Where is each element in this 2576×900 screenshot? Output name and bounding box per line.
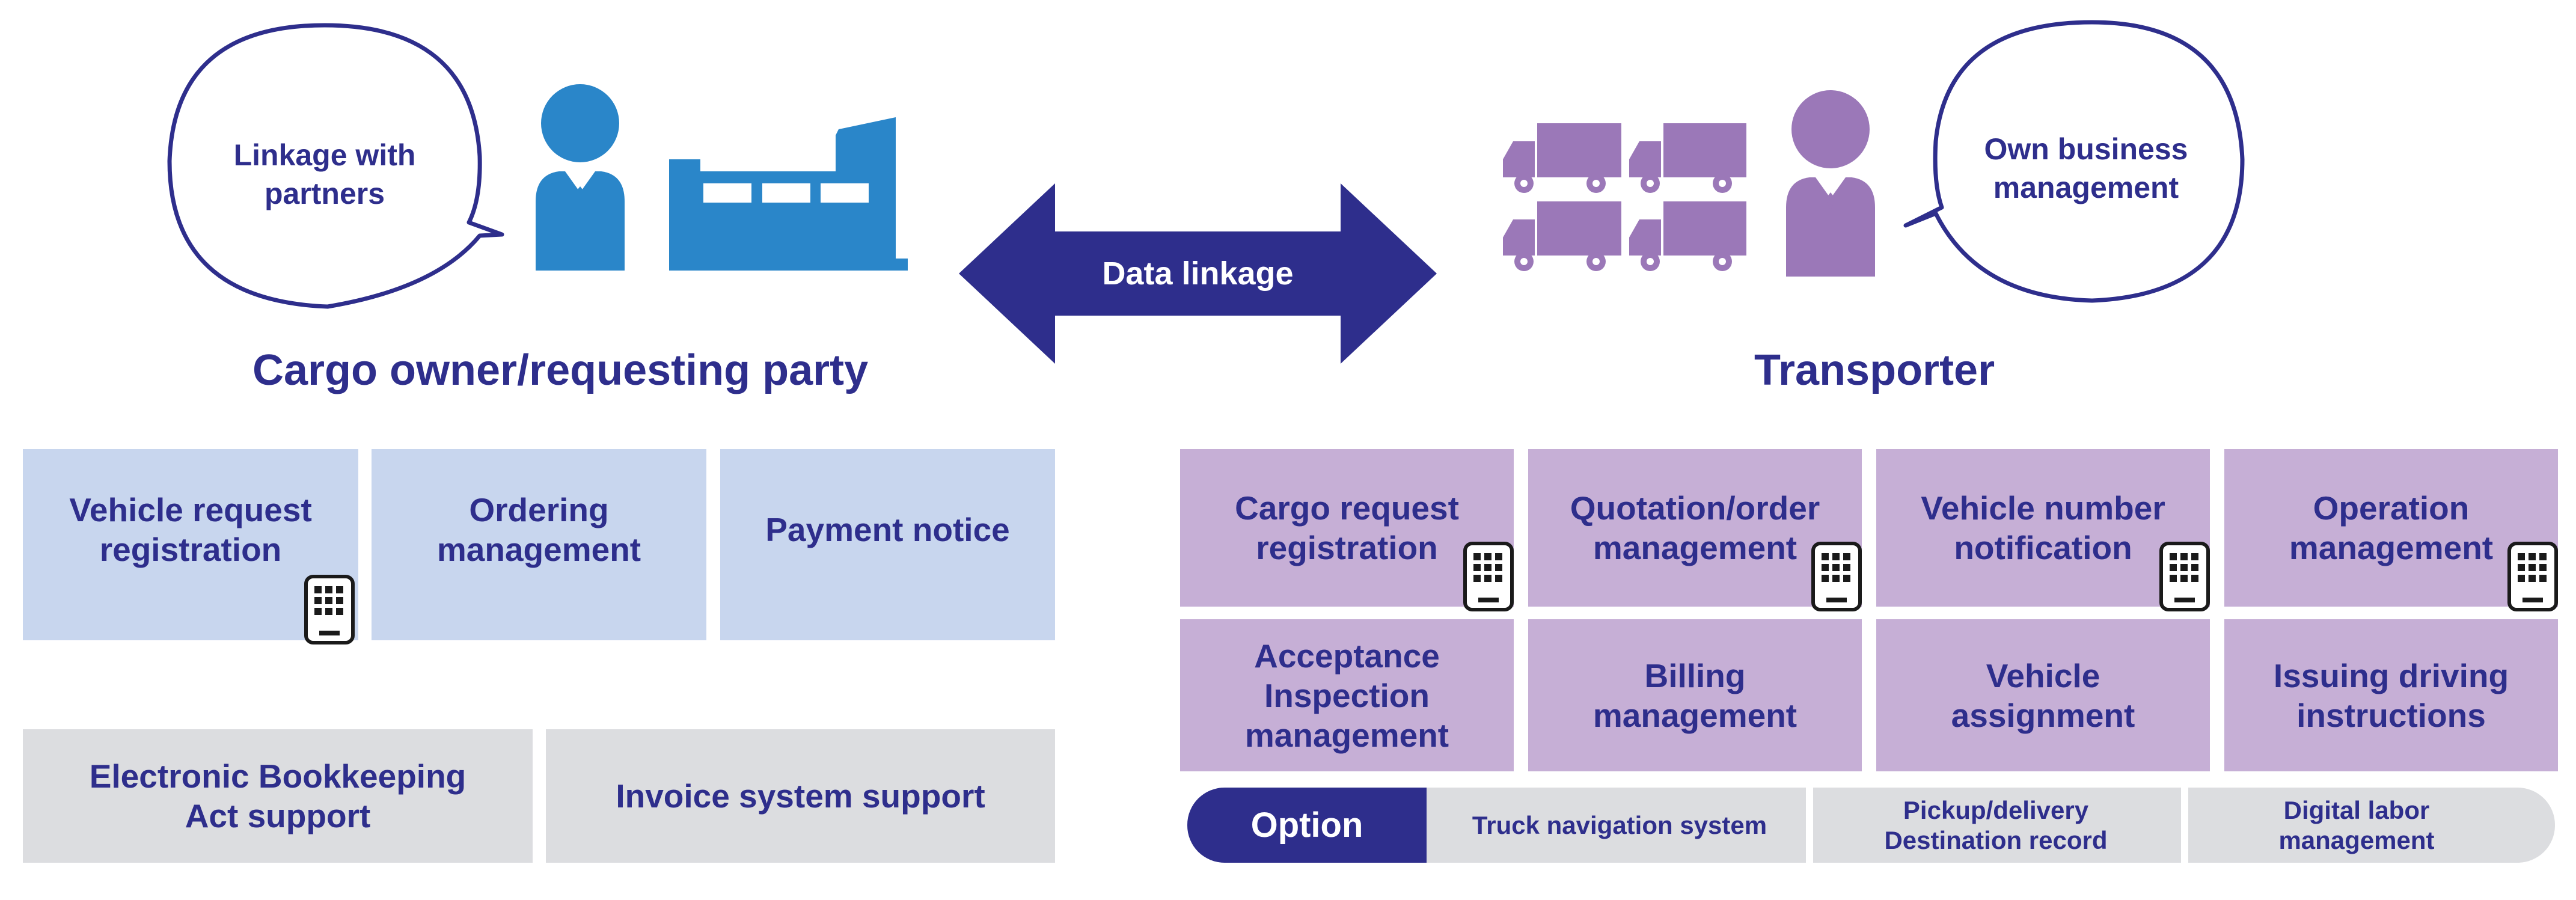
function-card: Vehicle request registration [23,449,358,640]
option-item: Digital labor management [2188,788,2525,863]
cargo-owner-title: Cargo owner/requesting party [252,346,869,394]
option-item: Pickup/delivery Destination record [1813,788,2179,863]
option-label: Option [1250,806,1363,845]
function-card-label: Issuing driving instructions [2273,657,2509,734]
function-card-label: Ordering management [436,491,641,568]
option-item-label: Truck navigation system [1472,810,1767,839]
option-divider [1806,788,1813,863]
function-card-label: Payment notice [765,511,1010,548]
function-card-label: Operation management [2289,489,2494,566]
speech-bubble-right [1903,20,2245,303]
person-icon [1786,90,1875,277]
transporter-title: Transporter [1754,346,1995,394]
speech-bubble-left [167,23,504,309]
data-linkage-arrow [959,183,1437,364]
smartphone-icon [304,575,355,644]
function-card-label: Quotation/order management [1570,489,1820,566]
function-card-label: Billing management [1592,657,1797,734]
bubble-text-left: Linkage with partners [233,138,416,210]
function-card: Acceptance Inspection management [1180,619,1514,771]
option-item: Truck navigation system [1437,788,1802,863]
support-card-label: Electronic Bookkeeping Act support [89,758,467,834]
support-card: Electronic Bookkeeping Act support [23,729,533,863]
function-card: Quotation/order management [1528,449,1862,607]
function-card: Vehicle number notification [1876,449,2210,607]
function-card: Operation management [2224,449,2558,607]
function-card: Billing management [1528,619,1862,771]
option-divider [2181,788,2188,863]
function-card: Cargo request registration [1180,449,1514,607]
function-card-label: Vehicle number notification [1921,489,2165,566]
data-linkage-label: Data linkage [1102,256,1294,292]
factory-icon [669,117,908,271]
truck-icon [1503,123,1746,271]
option-label-pill: Option [1187,788,1427,863]
smartphone-icon [2159,542,2210,611]
function-card: Payment notice [720,449,1055,640]
function-card: Issuing driving instructions [2224,619,2558,771]
smartphone-icon [1811,542,1862,611]
option-item-label: Digital labor management [2278,795,2435,854]
option-item-label: Pickup/delivery Destination record [1884,795,2108,854]
function-card: Vehicle assignment [1876,619,2210,771]
function-card-label: Vehicle assignment [1951,657,2135,734]
function-card-label: Acceptance Inspection management [1244,637,1449,754]
support-card-label: Invoice system support [616,777,985,815]
function-card-label: Cargo request registration [1235,489,1459,566]
smartphone-icon [2507,542,2558,611]
person-icon [536,84,625,271]
function-card-label: Vehicle request registration [69,491,312,568]
support-card: Invoice system support [546,729,1055,863]
function-card: Ordering management [372,449,706,640]
bubble-text-right: Own business management [1984,132,2188,204]
smartphone-icon [1463,542,1514,611]
